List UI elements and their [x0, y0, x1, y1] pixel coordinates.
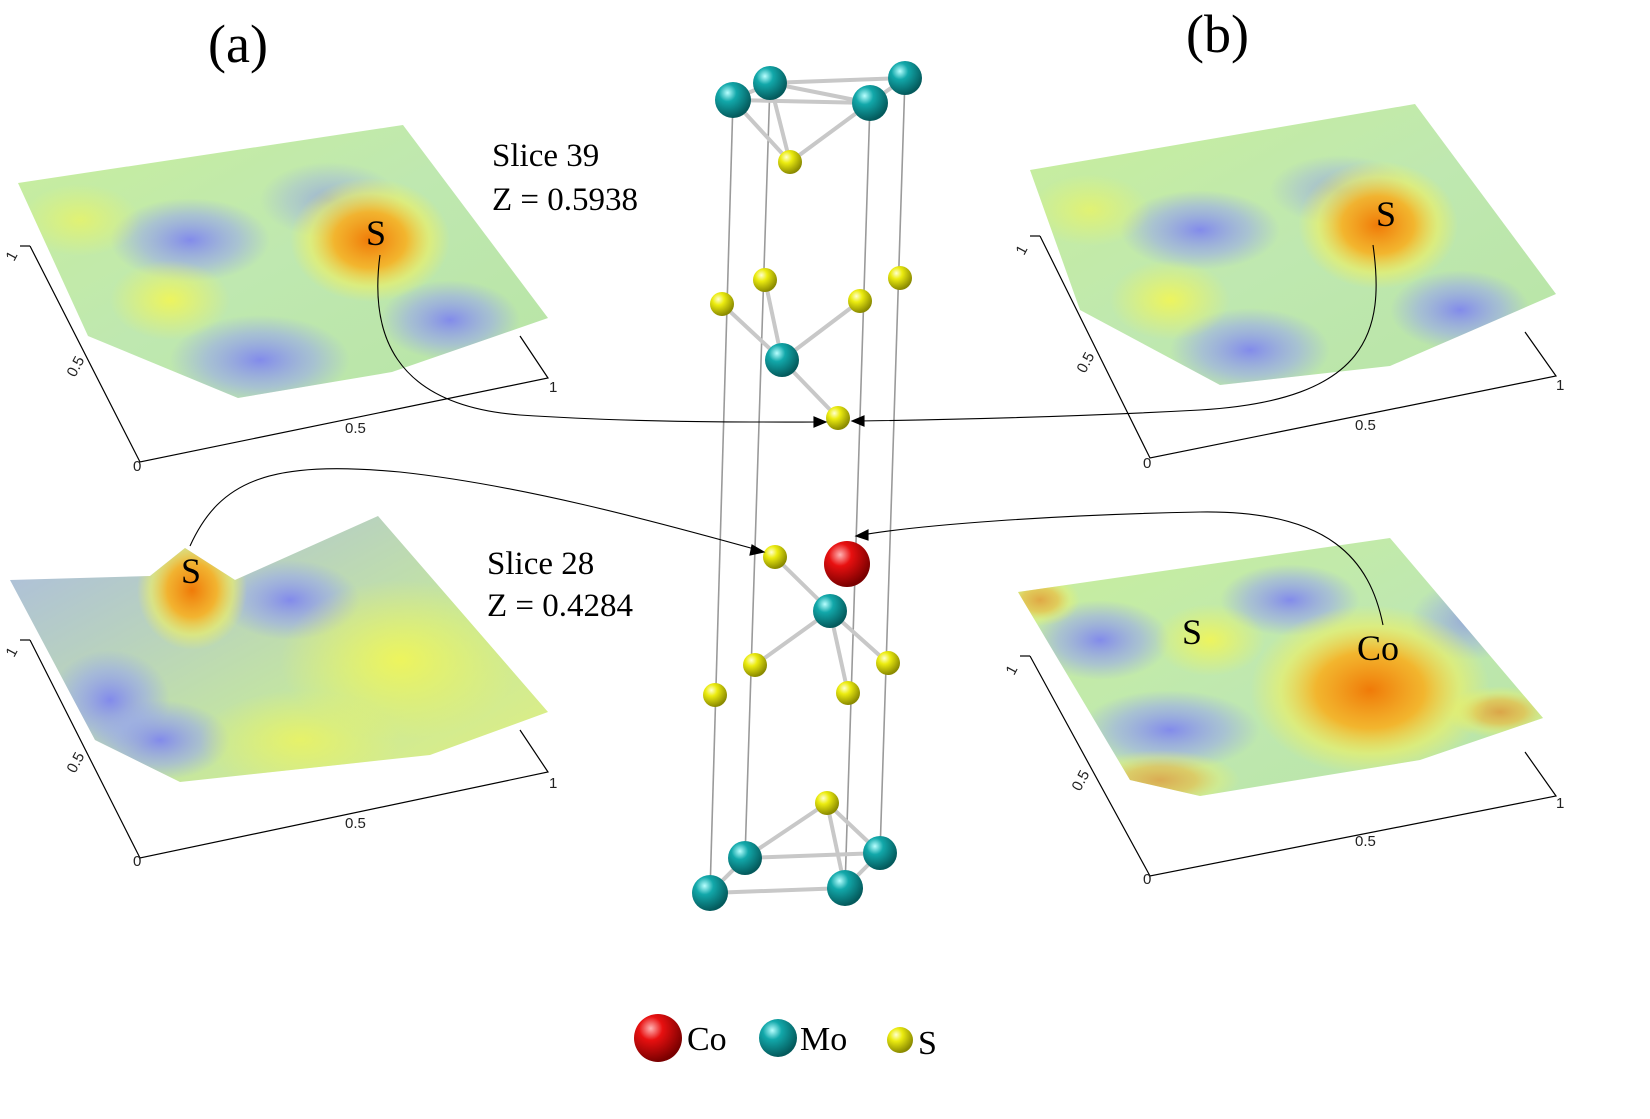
s-atom [703, 683, 727, 707]
peak-label-co: Co [1357, 628, 1399, 668]
peak-label: S [1376, 194, 1396, 234]
tick-one-x: 1 [1556, 377, 1564, 394]
s-atom [876, 651, 900, 675]
tick-one-x: 1 [1556, 795, 1564, 812]
plot-axes [1020, 655, 1558, 877]
arrowhead [854, 529, 869, 541]
surface-plot-a-top: 0 0.5 1 0.5 1 S [3, 125, 557, 475]
peak-label-s: S [1182, 612, 1202, 652]
peak-label: S [366, 213, 386, 253]
tick-zero: 0 [1143, 455, 1151, 472]
plot-axes [20, 639, 549, 859]
panel-label-a: (a) [208, 14, 268, 74]
legend: Co Mo S [634, 1014, 937, 1062]
s-atom [848, 289, 872, 313]
s-atom [888, 266, 912, 290]
tick-half-y: 0.5 [64, 749, 89, 775]
arrow-b-top-to-s [857, 244, 1377, 422]
tick-half-y: 0.5 [1074, 349, 1099, 375]
legend-label-mo: Mo [800, 1021, 847, 1058]
s-atom [815, 791, 839, 815]
tick-one-y: 1 [3, 645, 22, 660]
mo-atom [728, 841, 762, 875]
peak-label: S [181, 551, 201, 591]
slice-top-z: Z = 0.5938 [492, 182, 638, 218]
tick-zero: 0 [133, 458, 141, 475]
slice-top-title: Slice 39 [492, 138, 599, 174]
plot-axes [1030, 235, 1558, 459]
tick-half-x: 0.5 [1355, 833, 1376, 850]
mo-atom [813, 594, 847, 628]
legend-item-s: S [887, 1025, 937, 1062]
tick-one-x: 1 [549, 775, 557, 792]
density-surface [10, 516, 548, 782]
mo-atom [852, 85, 888, 121]
panel-label-b: (b) [1186, 4, 1249, 64]
arrowhead [850, 415, 865, 427]
legend-swatch-co [634, 1014, 682, 1062]
mo-atom [827, 870, 863, 906]
tick-zero: 0 [133, 853, 141, 870]
mo-atom [715, 82, 751, 118]
density-surface [1030, 104, 1556, 385]
tick-one-y: 1 [1013, 243, 1032, 258]
tick-half-x: 0.5 [345, 420, 366, 437]
legend-item-co: Co [634, 1014, 727, 1062]
mo-atom [753, 66, 787, 100]
slice-bottom-title: Slice 28 [487, 546, 594, 582]
s-atom [743, 653, 767, 677]
s-atom [753, 268, 777, 292]
legend-swatch-mo [759, 1019, 797, 1057]
s-atom [778, 150, 802, 174]
legend-swatch-s [887, 1027, 913, 1053]
connector-arrows [189, 244, 1384, 626]
surface-plot-b-bottom: 0 0.5 1 0.5 1 S Co [1003, 538, 1564, 888]
arrow-a-top-to-s [377, 254, 821, 423]
legend-label-co: Co [687, 1021, 727, 1058]
tick-one-y: 1 [3, 249, 22, 264]
atoms [692, 61, 922, 911]
arrow-b-bottom-to-co [861, 511, 1384, 626]
tick-half-y: 0.5 [64, 353, 89, 379]
arrowhead [813, 416, 828, 428]
tick-half-x: 0.5 [1355, 417, 1376, 434]
mo-atom [765, 343, 799, 377]
tick-zero: 0 [1143, 871, 1151, 888]
surface-plot-a-bottom: 0 0.5 1 0.5 1 S [3, 516, 557, 870]
s-atom [836, 681, 860, 705]
slice-bottom-z: Z = 0.4284 [487, 588, 633, 624]
legend-item-mo: Mo [759, 1019, 847, 1058]
mo-atom [692, 875, 728, 911]
tick-one-y: 1 [1003, 663, 1022, 678]
s-atom [763, 545, 787, 569]
plot-axes [20, 245, 549, 463]
crystal-structure [692, 61, 922, 911]
arrow-a-bottom-to-s [189, 468, 759, 551]
tick-half-x: 0.5 [345, 815, 366, 832]
tick-one-x: 1 [549, 379, 557, 396]
legend-label-s: S [918, 1025, 937, 1062]
mo-atom [888, 61, 922, 95]
mo-atom [863, 836, 897, 870]
s-atom [710, 292, 734, 316]
arrowhead [749, 544, 766, 556]
s-atom [826, 406, 850, 430]
unit-cell-edges [709, 77, 906, 894]
bonds [708, 76, 907, 895]
co-atom [824, 541, 870, 587]
tick-half-y: 0.5 [1069, 767, 1094, 793]
